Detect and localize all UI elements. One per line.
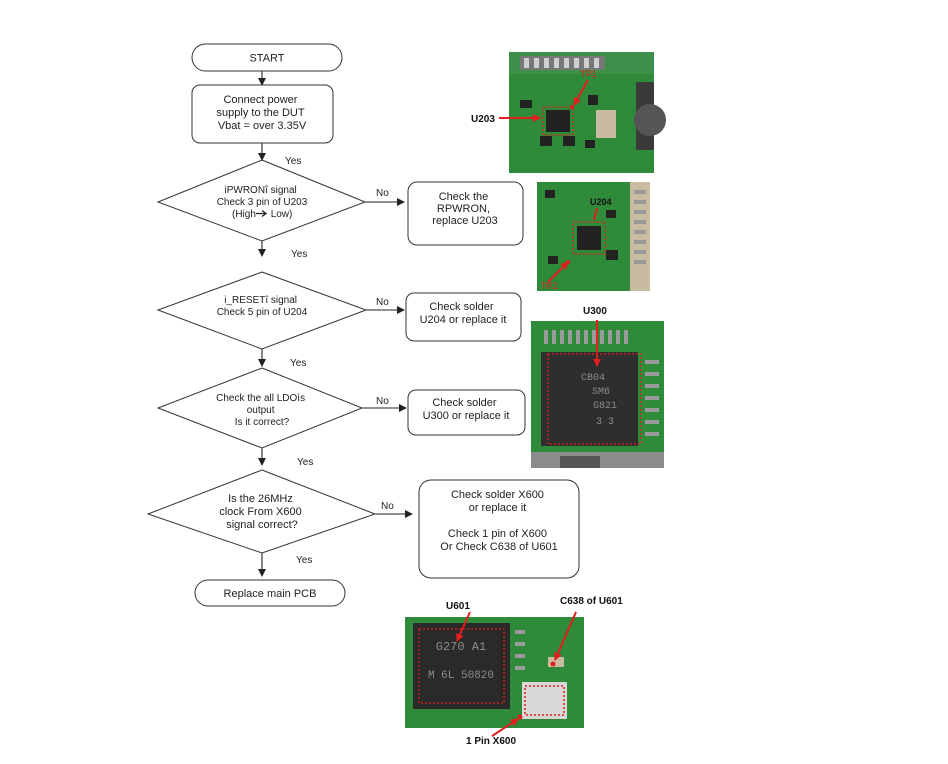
start-terminator: START	[191, 43, 343, 72]
svg-text:Check the all LDOìs outp: Check the all LDOìs output Is it correct…	[216, 393, 308, 428]
yes-label-5: Yes	[296, 555, 312, 566]
yes-label-3: Yes	[290, 358, 306, 369]
no-label-3: No	[376, 396, 389, 407]
dec1-line2: Check 3 pin of U203	[217, 197, 308, 208]
replace-pcb-terminator: Replace main PCB	[194, 579, 346, 607]
step1-line1: Connect power	[223, 94, 297, 106]
act1-line2: RPWRON,	[437, 203, 490, 215]
power-supply-step: Connect power supply to the DUT Vbat = o…	[191, 84, 334, 144]
no-label-4: No	[381, 501, 394, 512]
u300-chip-text-1: CB04	[581, 373, 605, 384]
dec4-line1: Is the 26MHz	[228, 493, 293, 505]
arrow-right-icon	[256, 209, 268, 218]
svg-text:Check solder U204 or rep: Check solder U204 or replace it	[420, 301, 507, 326]
svg-text:Check solder X600 or rep: Check solder X600 or replace it Check 1 …	[440, 489, 557, 553]
dec4-line2: clock From X600	[219, 506, 302, 518]
act4-line1: Check solder X600	[451, 489, 544, 501]
act3-line1: Check solder	[432, 397, 497, 409]
act4-line2: or replace it	[469, 502, 526, 514]
svg-text:Connect power supply to: Connect power supply to the DUT Vbat = o…	[217, 94, 308, 132]
dec1-line1: iPWRONî signal	[224, 185, 296, 196]
yes-label-2: Yes	[291, 249, 307, 260]
dec4-line3: signal correct?	[226, 519, 298, 531]
act1-line1: Check the	[439, 191, 489, 203]
c638-callout: C638 of U601	[560, 596, 623, 607]
act3-line2: U300 or replace it	[423, 410, 510, 422]
svg-text:i_RESETî signal Check 5: i_RESETî signal Check 5 pin of U204	[217, 295, 308, 318]
svg-text:Is the 26MHz clock From: Is the 26MHz clock From X600 signal corr…	[219, 493, 305, 531]
dec2-line1: i_RESETî signal	[224, 295, 297, 306]
u601-chip-text-2: M 6L 50820	[428, 670, 494, 682]
no-label-1: No	[376, 188, 389, 199]
act4-line4: Or Check C638 of U601	[440, 541, 557, 553]
x600-action: Check solder X600 or replace it Check 1 …	[418, 479, 580, 579]
clock-decision: Is the 26MHz clock From X600 signal corr…	[146, 469, 377, 554]
no-label-2: No	[376, 297, 389, 308]
u601-callout: U601	[446, 601, 470, 612]
dec1-line3: (High Low)	[232, 209, 292, 220]
flow-connectors	[258, 71, 413, 577]
reset-decision: i_RESETî signal Check 5 pin of U204	[156, 271, 368, 350]
svg-text:Check the RPWRON,: Check the RPWRON, replace U203	[432, 191, 497, 227]
tp2-callout: TP2	[541, 281, 558, 291]
ldo-decision: Check the all LDOìs output Is it correct…	[156, 367, 364, 449]
u601-chip-text-1: G270 A1	[436, 640, 486, 654]
yes-label-4: Yes	[297, 457, 313, 468]
step1-line3: Vbat = over 3.35V	[218, 120, 307, 132]
act2-line2: U204 or replace it	[420, 314, 507, 326]
u203-callout: U203	[471, 114, 495, 125]
end-label: Replace main PCB	[224, 588, 317, 600]
start-label: START	[249, 53, 284, 65]
u300-action: Check solder U300 or replace it	[407, 389, 526, 436]
svg-text:iPWRONî signal Check 3 p: iPWRONî signal Check 3 pin of U203	[217, 185, 308, 208]
svg-text:Check solder U300 or rep: Check solder U300 or replace it	[423, 397, 510, 422]
u300-chip-text-3: G821	[593, 401, 617, 412]
u204-callout: U204	[590, 197, 612, 207]
u300-chip-text-4: 3 3	[596, 417, 614, 428]
dec3-line2: output	[247, 405, 275, 416]
u300-photo: CB04 SM6 G821 3 3	[531, 320, 664, 468]
step1-line2: supply to the DUT	[217, 107, 305, 119]
u300-chip-text-2: SM6	[592, 387, 610, 398]
u204-photo: U204 TP2	[537, 182, 650, 291]
u203-photo: TP1	[509, 52, 666, 173]
dec3-line3: Is it correct?	[235, 417, 290, 428]
x600-pin-callout: 1 Pin X600	[466, 736, 516, 747]
dec3-line1: Check the all LDOìs	[216, 393, 305, 404]
u204-action: Check solder U204 or replace it	[405, 292, 522, 342]
u601-photo: G270 A1 M 6L 50820	[405, 611, 584, 737]
yes-label-1: Yes	[285, 156, 301, 167]
rpwron-action: Check the RPWRON, replace U203	[407, 181, 524, 246]
u300-callout: U300	[583, 306, 607, 317]
tp1-callout: TP1	[580, 69, 597, 79]
act4-line3: Check 1 pin of X600	[448, 528, 547, 540]
dec2-line2: Check 5 pin of U204	[217, 307, 308, 318]
act1-line3: replace U203	[432, 215, 497, 227]
act2-line1: Check solder	[429, 301, 494, 313]
pwron-decision: iPWRONî signal Check 3 pin of U203 (High…	[156, 159, 367, 242]
